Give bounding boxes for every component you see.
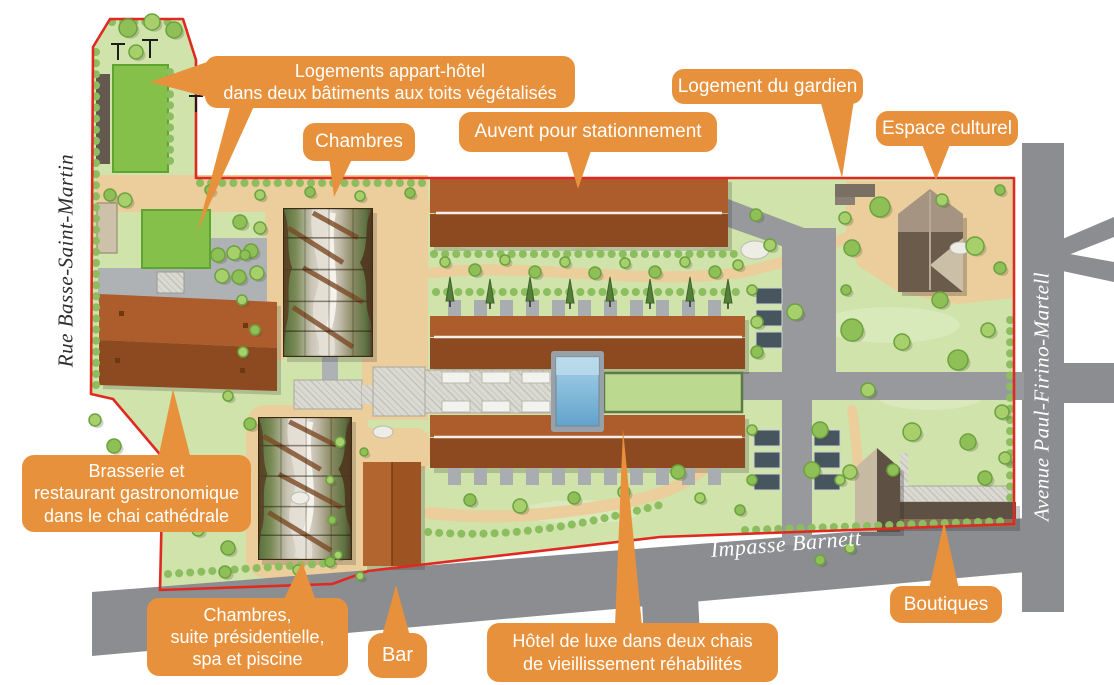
parking-stalls — [753, 287, 841, 491]
callout-boutiques: Boutiques — [890, 586, 1002, 623]
central-courtyard — [293, 351, 744, 432]
conifer-trees — [445, 276, 733, 309]
bar-building — [363, 462, 425, 570]
callout-chambres-suite: Chambres, suite présidentielle, spa et p… — [147, 598, 348, 676]
hatch-pad — [156, 271, 185, 294]
street-label-rue-basse-saint-martin: Rue Basse-Saint-Martin — [53, 153, 78, 368]
beige-building — [96, 202, 118, 254]
green-roof-building-2 — [141, 209, 211, 269]
chai-chambres-1 — [283, 208, 377, 362]
buildings — [96, 64, 1020, 570]
callout-hotel-luxe: Hôtel de luxe dans deux chais de vieilli… — [487, 623, 778, 682]
road-avenue — [1022, 143, 1064, 612]
callout-logements: Logements appart-hôtel dans deux bâtimen… — [205, 56, 575, 108]
pool-atrium — [551, 351, 604, 432]
callout-logement-gardien: Logement du gardien — [672, 69, 863, 104]
chai-cathedrale-building — [99, 294, 281, 395]
callout-auvent: Auvent pour stationnement — [459, 112, 717, 152]
pebble-patches — [290, 240, 971, 505]
espace-culturel-building — [898, 189, 967, 296]
hotel-chai-north — [430, 300, 749, 374]
callout-chambres: Chambres — [303, 123, 415, 161]
auvent-building — [430, 178, 732, 251]
callout-brasserie: Brasserie et restaurant gastronomique da… — [22, 455, 251, 532]
gardien-building — [835, 184, 875, 205]
street-label-avenue-paul-firino-martell: Avenue Paul-Firino-Martell — [1029, 271, 1054, 522]
callout-espace-culturel: Espace culturel — [876, 111, 1018, 146]
green-roof-building-1 — [112, 64, 169, 173]
lawn-strip — [602, 371, 744, 414]
callout-bar: Bar — [368, 633, 427, 678]
